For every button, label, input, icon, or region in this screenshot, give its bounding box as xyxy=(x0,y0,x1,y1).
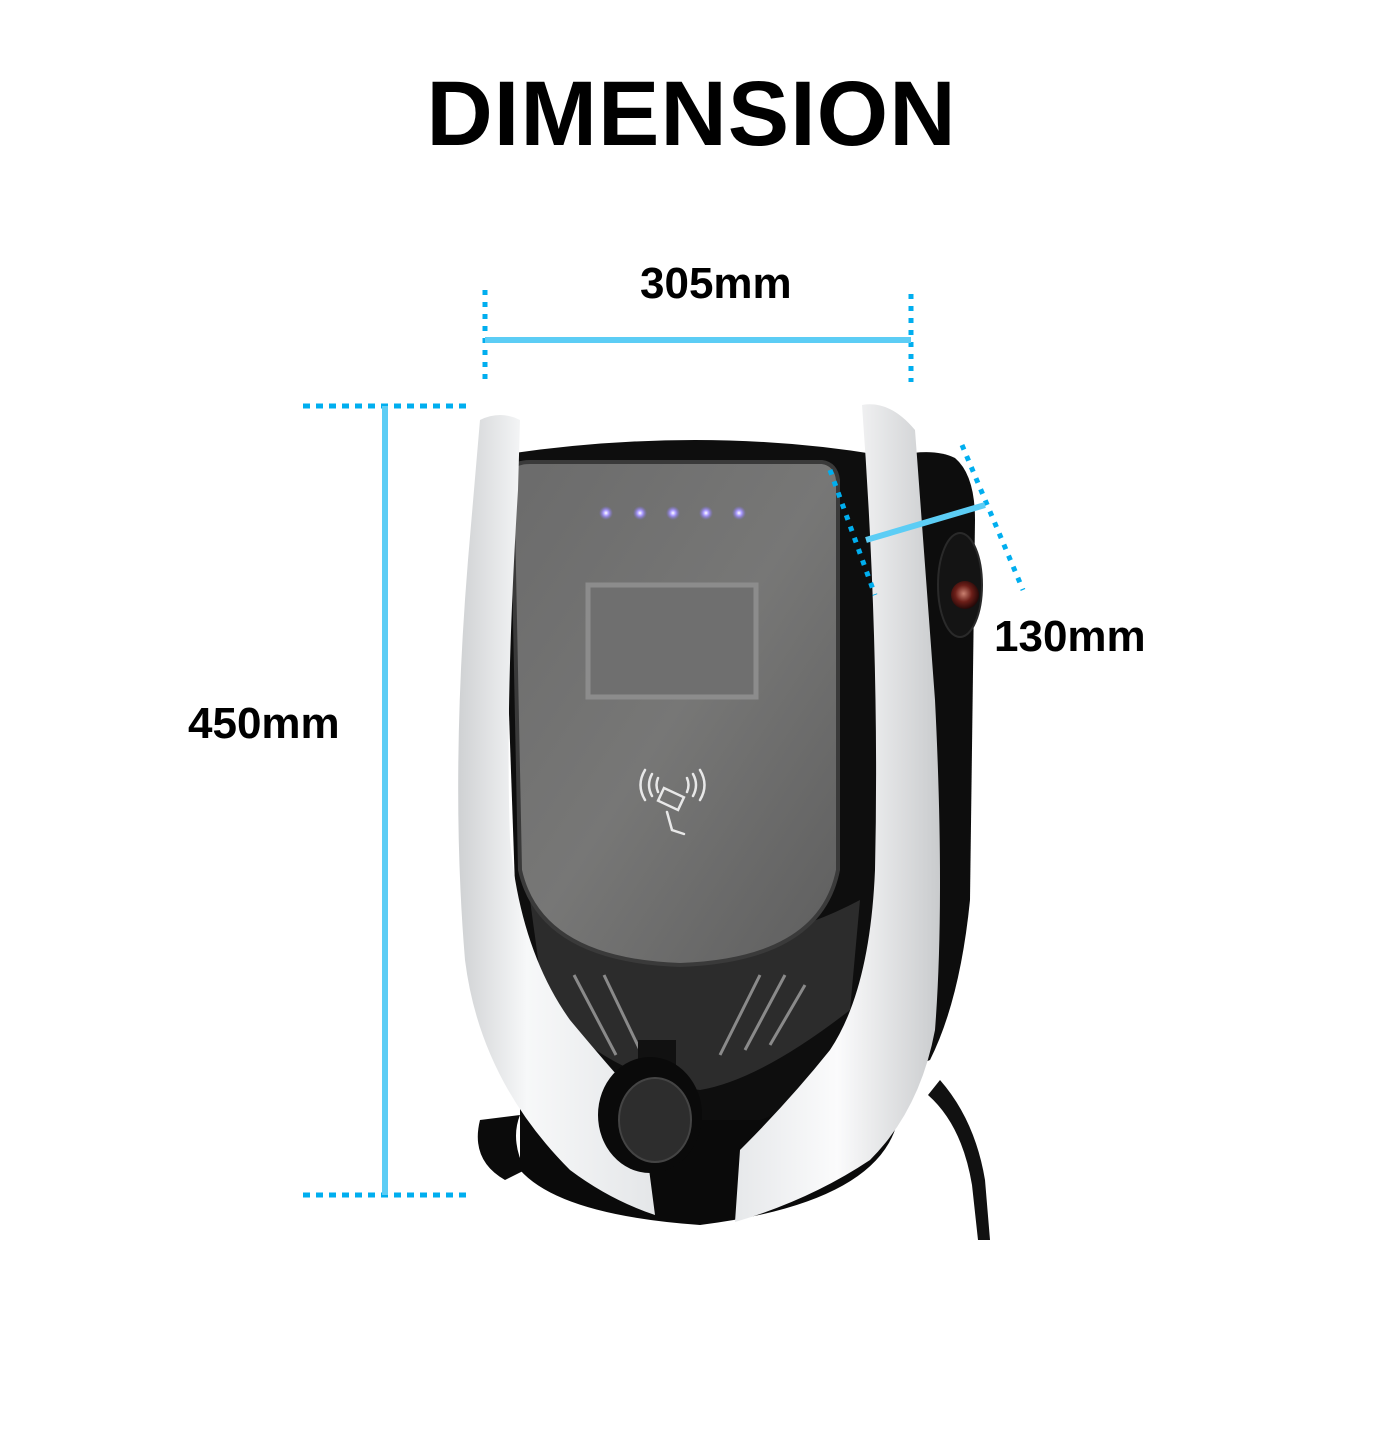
stop-button-icon[interactable] xyxy=(951,581,979,609)
display-panel xyxy=(509,460,840,968)
height-dimension xyxy=(303,403,470,1198)
page-title: DIMENSION xyxy=(426,63,957,165)
width-label: 305mm xyxy=(640,259,792,308)
left-white-shell xyxy=(458,415,655,1215)
rfid-card-icon xyxy=(639,768,706,836)
lcd-screen xyxy=(585,582,759,700)
status-leds xyxy=(599,506,746,520)
charging-cable xyxy=(928,1080,990,1240)
width-dimension xyxy=(482,290,914,382)
depth-label: 130mm xyxy=(994,612,1146,661)
right-white-shell xyxy=(735,404,940,1222)
height-label: 450mm xyxy=(188,699,340,748)
charging-socket-icon[interactable] xyxy=(598,1040,702,1173)
depth-dimension xyxy=(827,444,1026,596)
